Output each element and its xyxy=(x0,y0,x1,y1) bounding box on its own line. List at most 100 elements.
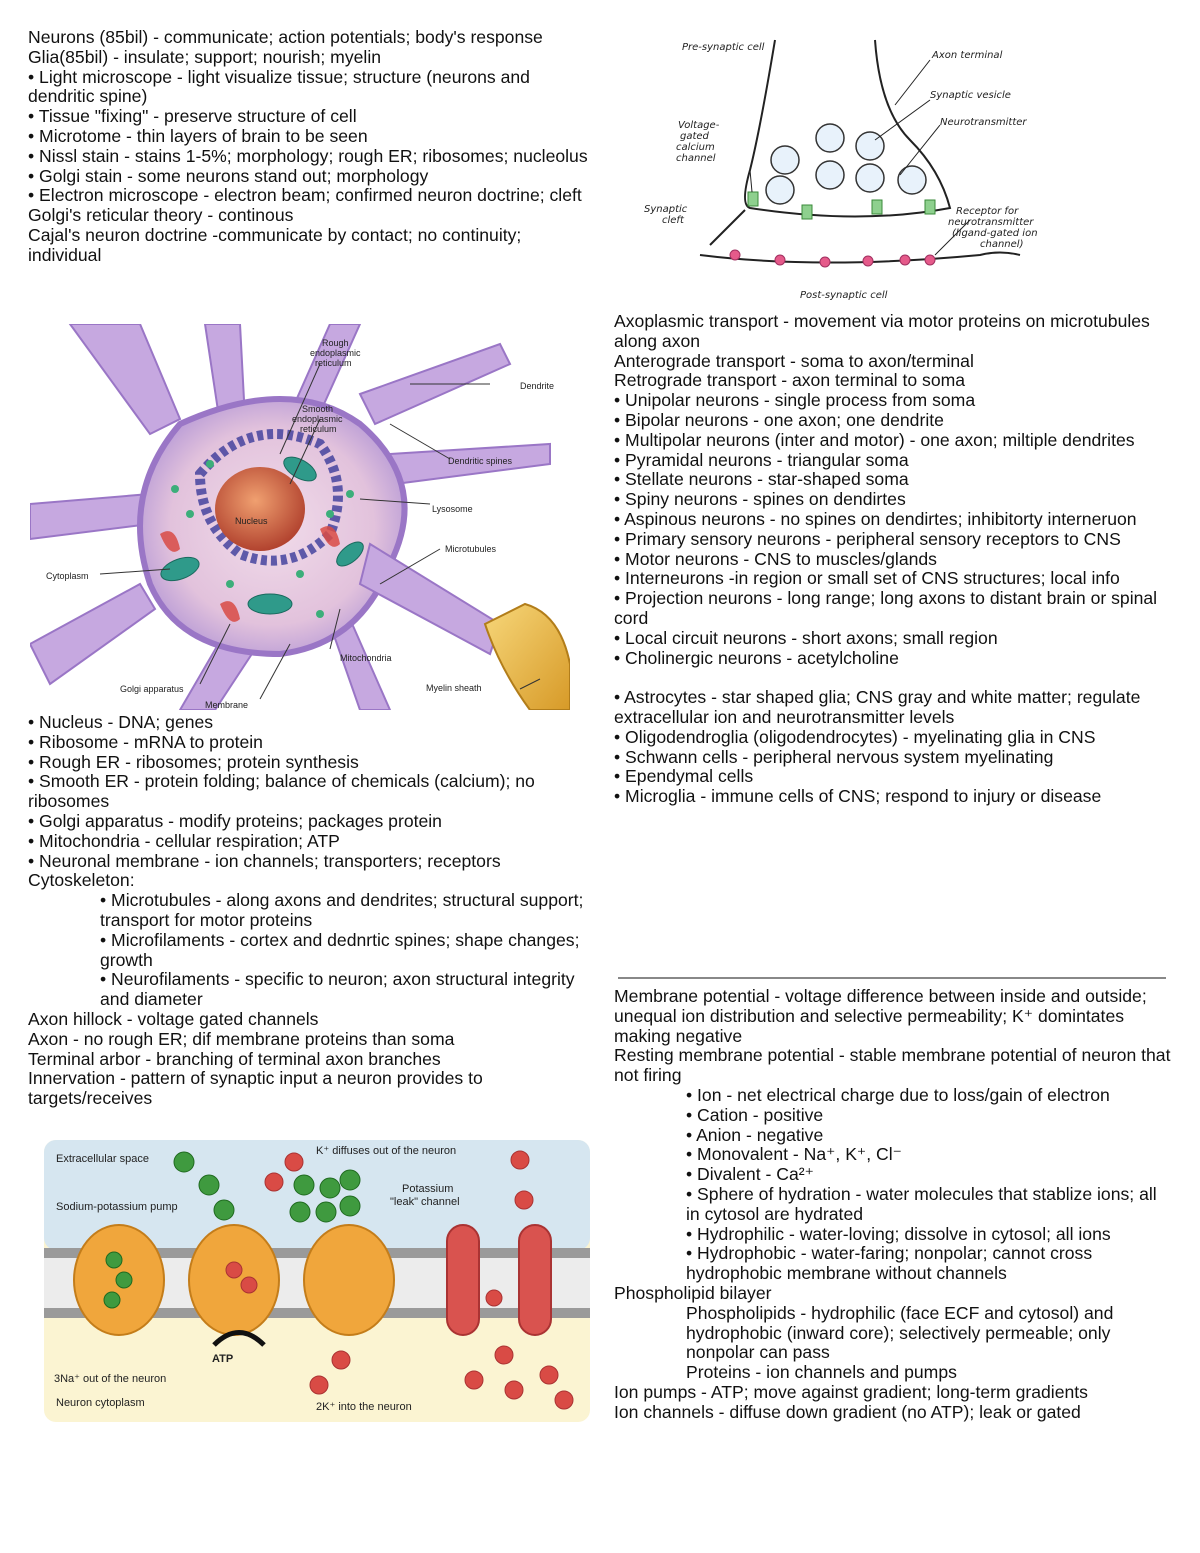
right-top-line: • Local circuit neurons - short axons; s… xyxy=(614,627,998,648)
cytoskeleton-line: • Neurofilaments - specific to neuron; a… xyxy=(100,969,575,1010)
na-ions xyxy=(103,1151,361,1309)
right-column-top: Axoplasmic transport - movement via moto… xyxy=(614,311,1174,807)
label-myelin: Myelin sheath xyxy=(426,683,482,693)
left-mid-line: • Rough ER - ribosomes; protein synthesi… xyxy=(28,751,359,772)
right-top-line: • Unipolar neurons - single process from… xyxy=(614,390,976,411)
right-top-line: • Spiny neurons - spines on dendirtes xyxy=(614,489,906,510)
left-top-line: • Nissl stain - stains 1-5%; morphology;… xyxy=(28,145,588,166)
left-top-line: Glia(85bil) - insulate; support; nourish… xyxy=(28,46,382,67)
synaptic-vesicles xyxy=(765,123,927,205)
left-mid-line: • Nucleus - DNA; genes xyxy=(28,712,214,732)
label-pump: Sodium-potassium pump xyxy=(56,1201,178,1213)
synapse-diagram: Pre-synaptic cell Axon terminal Synaptic… xyxy=(644,39,1038,301)
left-bottom-line: Axon hillock - voltage gated channels xyxy=(28,1008,319,1029)
right-top-line: Anterograde transport - soma to axon/ter… xyxy=(614,350,974,371)
ions-line: • Sphere of hydration - water molecules … xyxy=(686,1183,1157,1224)
leak-channel xyxy=(446,1224,552,1336)
left-bottom-line: Innervation - pattern of synaptic input … xyxy=(28,1068,483,1109)
right-top-line: • Aspinous neurons - no spines on dendir… xyxy=(614,508,1137,529)
calcium-channels xyxy=(747,191,936,220)
left-bottom-line: Axon - no rough ER; dif membrane protein… xyxy=(28,1028,455,1049)
right-top-line: • Cholinergic neurons - acetylcholine xyxy=(614,647,899,668)
label-cytoplasm: Cytoplasm xyxy=(46,571,89,581)
left-mid-line: • Neuronal membrane - ion channels; tran… xyxy=(28,850,501,871)
right-top-line: • Interneurons -in region or small set o… xyxy=(614,568,1120,589)
label-neurotransmitter: Neurotransmitter xyxy=(940,117,1027,128)
axon-hillock xyxy=(358,542,502,656)
label-mitochondria: Mitochondria xyxy=(340,653,392,663)
right-top-line: Axoplasmic transport - movement via moto… xyxy=(614,311,1150,351)
label-pre-synaptic: Pre-synaptic cell xyxy=(682,42,765,53)
label-k-out: K⁺ diffuses out of the neuron xyxy=(316,1145,456,1157)
synapse-label-lines xyxy=(749,59,971,256)
ions-line: • Anion - negative xyxy=(686,1124,824,1145)
right-glia-line: • Oligodendroglia (oligodendrocytes) - m… xyxy=(614,726,1096,747)
left-top-line: • Golgi stain - some neurons stand out; … xyxy=(28,165,429,186)
right-glia-line: • Astrocytes - star shaped glia; CNS gra… xyxy=(614,687,1141,727)
phospho-line: Phospholipids - hydrophilic (face ECF an… xyxy=(686,1302,1114,1363)
cytoskeleton-line: • Microtubules - along axons and dendrit… xyxy=(100,890,584,930)
label-axon-terminal: Axon terminal xyxy=(931,50,1003,61)
sodium-potassium-pump-diagram: Extracellular space K⁺ diffuses out of t… xyxy=(44,1140,590,1422)
label-nucleus: Nucleus xyxy=(235,516,268,526)
right-membrane-line: Resting membrane potential - stable memb… xyxy=(614,1045,1171,1086)
left-top-line: Neurons (85bil) - communicate; action po… xyxy=(28,27,543,47)
label-dendritic-spines: Dendritic spines xyxy=(448,456,513,466)
right-top-line: Retrograde transport - axon terminal to … xyxy=(614,370,966,391)
left-mid-line: • Smooth ER - protein folding; balance o… xyxy=(28,771,535,812)
phospho-head: Phospholipid bilayer xyxy=(614,1282,772,1303)
right-glia-line: • Ependymal cells xyxy=(614,766,754,787)
ions-line: • Divalent - Ca²⁺ xyxy=(686,1164,814,1185)
cytoskeleton-line: • Microfilaments - cortex and dednrtic s… xyxy=(100,929,580,970)
label-microtubules: Microtubules xyxy=(445,544,497,554)
left-bottom-line: Terminal arbor - branching of terminal a… xyxy=(28,1048,441,1069)
label-k-in: 2K⁺ into the neuron xyxy=(316,1401,412,1413)
ions-line: • Ion - net electrical charge due to los… xyxy=(686,1084,1110,1105)
lysosome-dots xyxy=(171,460,354,618)
right-top-line: • Multipolar neurons (inter and motor) -… xyxy=(614,429,1135,450)
ions-line: • Monovalent - Na⁺, K⁺, Cl⁻ xyxy=(686,1144,902,1165)
label-post-synaptic: Post-synaptic cell xyxy=(800,290,888,301)
golgi-shapes xyxy=(160,526,340,622)
right-top-line: • Projection neurons - long range; long … xyxy=(614,588,1158,628)
ions-line: • Cation - positive xyxy=(686,1104,824,1125)
left-top-line: • Electron microscope - electron beam; c… xyxy=(28,185,582,206)
label-extracellular: Extracellular space xyxy=(56,1153,149,1165)
left-mid-line: • Golgi apparatus - modify proteins; pac… xyxy=(28,810,442,831)
left-column-top: Neurons (85bil) - communicate; action po… xyxy=(28,27,593,266)
left-top-line: Golgi's reticular theory - continous xyxy=(28,205,294,226)
label-membrane: Membrane xyxy=(205,700,248,710)
label-vesicle: Synaptic vesicle xyxy=(930,90,1011,101)
label-lysosome: Lysosome xyxy=(432,504,473,514)
pumps-line: Ion channels - diffuse down gradient (no… xyxy=(614,1401,1081,1422)
left-top-line: Cajal's neuron doctrine -communicate by … xyxy=(28,224,522,265)
left-top-line: • Tissue "fixing" - preserve structure o… xyxy=(28,106,357,127)
left-mid-line: • Mitochondria - cellular respiration; A… xyxy=(28,830,340,851)
phospho-line: Proteins - ion channels and pumps xyxy=(686,1362,957,1383)
left-column-middle: • Nucleus - DNA; genes• Ribosome - mRNA … xyxy=(28,712,593,1109)
right-top-line: • Bipolar neurons - one axon; one dendri… xyxy=(614,409,944,430)
left-top-line: • Light microscope - light visualize tis… xyxy=(28,66,530,107)
postsynaptic-receptors xyxy=(729,249,936,268)
label-atp: ATP xyxy=(212,1353,233,1365)
neuron-label-lines xyxy=(99,363,541,700)
right-top-line: • Pyramidal neurons - triangular soma xyxy=(614,449,909,470)
synapse-outline xyxy=(699,39,1021,264)
right-glia-line: • Microglia - immune cells of CNS; respo… xyxy=(614,786,1102,807)
right-glia-line: • Schwann cells - peripheral nervous sys… xyxy=(614,746,1054,767)
label-cytoplasm-pump: Neuron cytoplasm xyxy=(56,1397,145,1409)
left-mid-line: • Ribosome - mRNA to protein xyxy=(28,731,263,752)
label-dendrite: Dendrite xyxy=(520,381,554,391)
k-ions xyxy=(225,1150,574,1410)
myelin-sheath-shape xyxy=(483,602,570,710)
nucleus-shape xyxy=(215,467,305,551)
right-top-line: • Stellate neurons - star-shaped soma xyxy=(614,469,909,490)
label-na-out: 3Na⁺ out of the neuron xyxy=(54,1373,166,1385)
right-top-line: • Motor neurons - CNS to muscles/glands xyxy=(614,548,937,569)
pumps-line: Ion pumps - ATP; move against gradient; … xyxy=(614,1381,1088,1402)
ions-line: • Hydrophobic - water-faring; nonpolar; … xyxy=(686,1243,1093,1284)
label-golgi: Golgi apparatus xyxy=(120,684,184,694)
